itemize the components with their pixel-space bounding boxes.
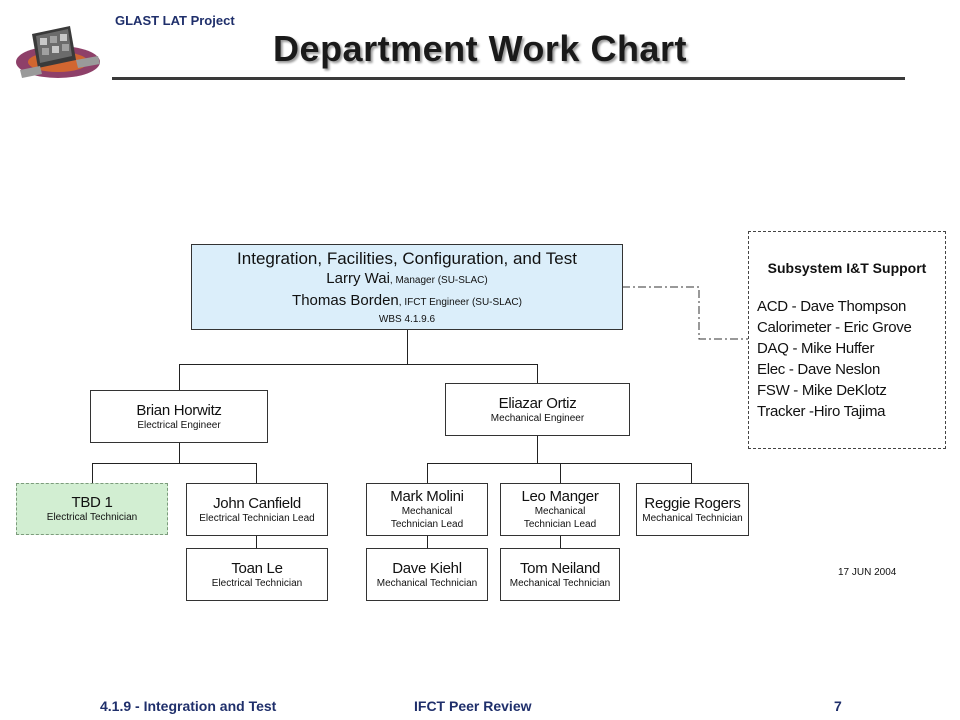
person-name: Dave Kiehl [392,559,462,577]
connector-line [256,535,257,548]
support-item: ACD - Dave Thompson [757,298,907,315]
connector-line [560,463,561,483]
support-dashed-connector [622,286,748,340]
support-item: Elec - Dave Neslon [757,361,880,378]
support-title: Subsystem I&T Support [767,260,927,276]
person-role: Mechanical Technician [642,512,743,524]
connector-line [427,463,692,464]
manager-name: Larry Wai [326,269,390,287]
engineer-line: Thomas Borden, IFCT Engineer (SU-SLAC) [292,291,522,313]
connector-line [179,364,538,365]
title-divider [112,77,905,80]
person-role: Mechanical Technician Lead [523,506,597,530]
org-box-reggie-rogers: Reggie Rogers Mechanical Technician [636,483,749,536]
person-name: Tom Neiland [519,559,601,577]
person-name: TBD 1 [71,494,113,511]
person-name: Leo Manger [521,488,599,505]
subsystem-support-box: Subsystem I&T Support ACD - Dave Thompso… [748,231,946,449]
connector-line [427,535,428,548]
support-item: DAQ - Mike Huffer [757,340,875,357]
connector-line [92,463,257,464]
support-item: Tracker -Hiro Tajima [757,403,886,420]
department-name: Integration, Facilities, Configuration, … [237,248,577,268]
connector-line [179,442,180,463]
org-box-dave-kiehl: Dave Kiehl Mechanical Technician [366,548,488,601]
person-role: Electrical Technician Lead [199,512,315,524]
support-item: Calorimeter - Eric Grove [757,319,912,336]
person-name: Reggie Rogers [644,494,741,512]
person-name: Brian Horwitz [136,401,222,419]
org-box-tbd-1: TBD 1 Electrical Technician [16,483,168,535]
manager-role: , Manager (SU-SLAC) [389,274,488,286]
page-number: 7 [834,698,842,714]
person-role: Mechanical Engineer [490,412,585,424]
support-item: FSW - Mike DeKlotz [757,382,887,399]
connector-line [560,535,561,548]
connector-line [427,463,428,483]
support-list: ACD - Dave Thompson Calorimeter - Eric G… [757,296,937,422]
org-box-brian-horwitz: Brian Horwitz Electrical Engineer [90,390,268,443]
person-role: Mechanical Technician Lead [390,506,464,530]
person-role: Electrical Technician [211,577,303,589]
org-box-ifct: Integration, Facilities, Configuration, … [191,244,623,330]
org-box-eliazar-ortiz: Eliazar Ortiz Mechanical Engineer [445,383,630,436]
person-role: Mechanical Technician [509,577,611,589]
engineer-role: , IFCT Engineer (SU-SLAC) [398,296,522,308]
org-box-tom-neiland: Tom Neiland Mechanical Technician [500,548,620,601]
slide-title: Department Work Chart [273,28,687,69]
manager-line: Larry Wai, Manager (SU-SLAC) [326,269,487,291]
person-role: Electrical Engineer [137,419,221,431]
connector-line [256,463,257,483]
org-box-john-canfield: John Canfield Electrical Technician Lead [186,483,328,536]
connector-line [537,435,538,463]
person-name: Eliazar Ortiz [498,394,577,412]
engineer-name: Thomas Borden [292,291,399,309]
person-name: John Canfield [213,494,301,512]
connector-line [407,329,408,364]
date-label: 17 JUN 2004 [838,567,897,578]
footer-section-label: 4.1.9 - Integration and Test [100,698,277,714]
glast-logo [16,26,100,78]
org-box-leo-manger: Leo Manger Mechanical Technician Lead [500,483,620,536]
person-name: Mark Molini [390,488,464,505]
connector-line [92,463,93,483]
org-box-toan-le: Toan Le Electrical Technician [186,548,328,601]
person-role: Mechanical Technician [376,577,478,589]
project-label: GLAST LAT Project [115,13,235,28]
connector-line [691,463,692,483]
footer-review-label: IFCT Peer Review [414,698,532,714]
org-box-mark-molini: Mark Molini Mechanical Technician Lead [366,483,488,536]
connector-line [537,364,538,383]
connector-line [179,364,180,390]
person-name: Toan Le [231,559,283,577]
wbs-label: WBS 4.1.9.6 [378,313,436,325]
person-role: Electrical Technician [46,512,138,523]
